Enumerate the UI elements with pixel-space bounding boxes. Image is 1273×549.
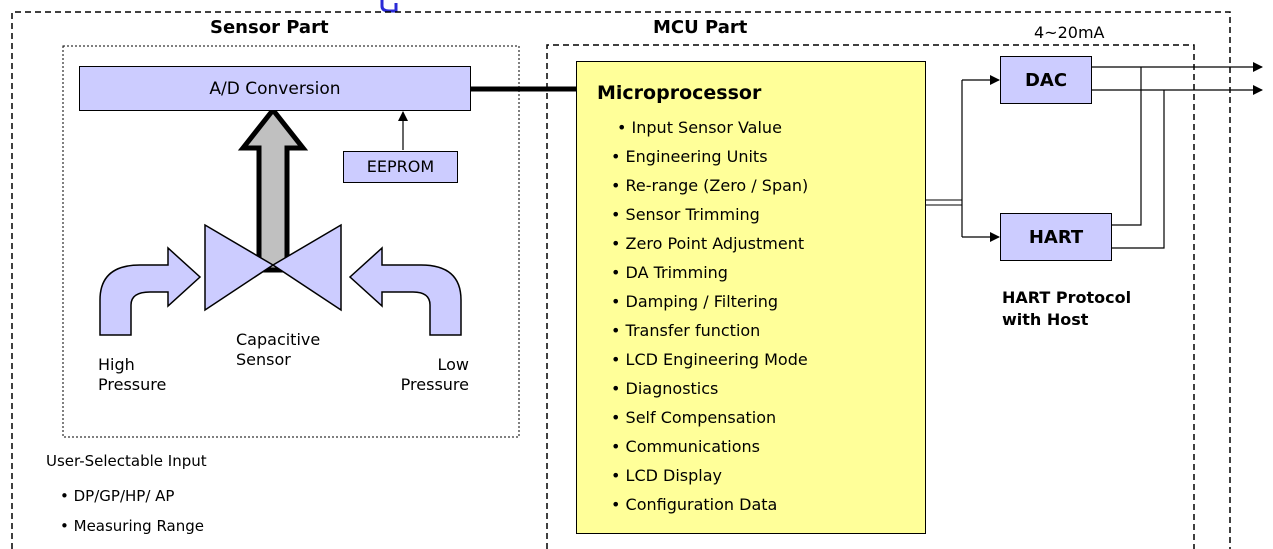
list-item: Input Sensor Value: [617, 113, 808, 142]
low-pressure-label: Low Pressure: [400, 355, 469, 394]
hart-block: HART: [1000, 213, 1112, 261]
output-current-label: 4~20mA: [1034, 23, 1105, 42]
high-pressure-label: High Pressure: [98, 355, 167, 394]
list-item: Configuration Data: [611, 490, 808, 519]
eeprom-block: EEPROM: [343, 151, 458, 183]
user-input-title: User-Selectable Input: [46, 452, 207, 470]
list-item: LCD Display: [611, 461, 808, 490]
title-fragment: [380, 0, 398, 13]
list-item: Zero Point Adjustment: [611, 229, 808, 258]
hart-protocol-label: HART Protocol with Host: [1002, 288, 1132, 329]
mcu-part-frame: [546, 44, 1195, 549]
microprocessor-title: Microprocessor: [597, 82, 762, 104]
ad-conversion-block: A/D Conversion: [79, 66, 471, 111]
list-item: DA Trimming: [611, 258, 808, 287]
list-item: Engineering Units: [611, 142, 808, 171]
high-pressure-arrow: [99, 246, 202, 336]
list-item: Sensor Trimming: [611, 200, 808, 229]
list-item: LCD Engineering Mode: [611, 345, 808, 374]
dac-block: DAC: [1000, 56, 1092, 104]
list-item: Damping / Filtering: [611, 287, 808, 316]
mcu-part-title: MCU Part: [653, 17, 748, 38]
list-item: Communications: [611, 432, 808, 461]
list-item: Transfer function: [611, 316, 808, 345]
user-input-list: DP/GP/HP/ AP Measuring Range: [60, 481, 204, 541]
microprocessor-functions: Input Sensor Value Engineering Units Re-…: [611, 113, 809, 519]
low-pressure-arrow: [348, 246, 462, 336]
outer-frame: [11, 11, 1231, 549]
list-item: Measuring Range: [60, 511, 204, 541]
list-item: Diagnostics: [611, 374, 808, 403]
list-item: Re-range (Zero / Span): [611, 171, 809, 200]
capacitive-sensor-label: Capacitive Sensor: [236, 330, 321, 369]
microprocessor-block: Microprocessor Input Sensor Value Engine…: [576, 61, 926, 534]
list-item: DP/GP/HP/ AP: [60, 481, 204, 511]
sensor-part-frame: [62, 45, 520, 438]
sensor-part-title: Sensor Part: [210, 17, 329, 38]
list-item: Self Compensation: [611, 403, 808, 432]
capacitive-sensor-shape: [204, 223, 342, 312]
signal-up-arrow: [237, 105, 309, 273]
